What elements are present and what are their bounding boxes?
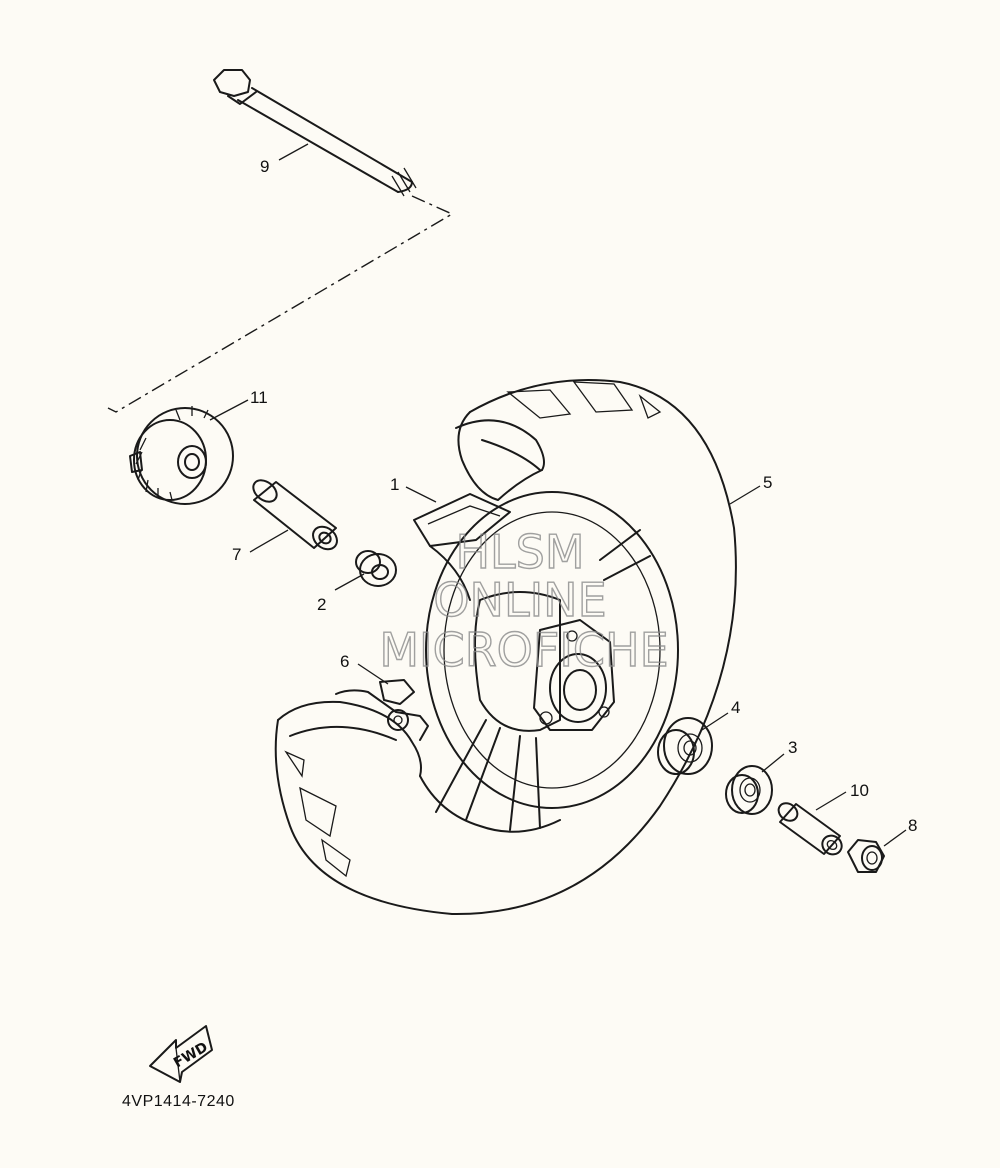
callout-4: 4 — [731, 698, 740, 717]
axle-bolt-part-9 — [213, 69, 417, 197]
oil-seal-part-2 — [355, 550, 397, 587]
tire-valve-part-6 — [335, 679, 429, 741]
callout-6: 6 — [340, 652, 349, 671]
drawing-number: 4VP1414-7240 — [122, 1093, 235, 1110]
axle-nut-part-8 — [847, 839, 885, 873]
callout-7: 7 — [232, 545, 241, 564]
collar-part-10 — [777, 802, 843, 856]
tire-part-5 — [274, 379, 737, 916]
watermark: HLSM ONLINE MICROFICHE — [379, 524, 670, 677]
callout-9: 9 — [260, 157, 269, 176]
callout-labels: 1 2 3 4 5 6 7 8 9 10 11 — [232, 157, 917, 835]
watermark-line-3: MICROFICHE — [379, 623, 668, 677]
bearing-part-4 — [657, 717, 713, 775]
callout-10: 10 — [850, 781, 869, 800]
watermark-line-2: ONLINE — [433, 573, 606, 627]
callout-11: 11 — [250, 388, 268, 407]
cast-wheel-part-1 — [413, 491, 679, 833]
leader-lines — [209, 143, 907, 847]
watermark-line-1: HLSM — [455, 525, 584, 579]
callout-5: 5 — [763, 473, 772, 492]
callout-8: 8 — [908, 816, 917, 835]
callout-3: 3 — [788, 738, 797, 757]
axis-centerline — [107, 195, 454, 413]
meter-gear-part-11 — [129, 406, 234, 505]
callout-1: 1 — [390, 475, 399, 494]
collar-part-7 — [252, 479, 338, 551]
callout-2: 2 — [317, 595, 326, 614]
bearing-part-3 — [725, 765, 773, 815]
forward-direction-arrow: FWD — [149, 1025, 213, 1083]
